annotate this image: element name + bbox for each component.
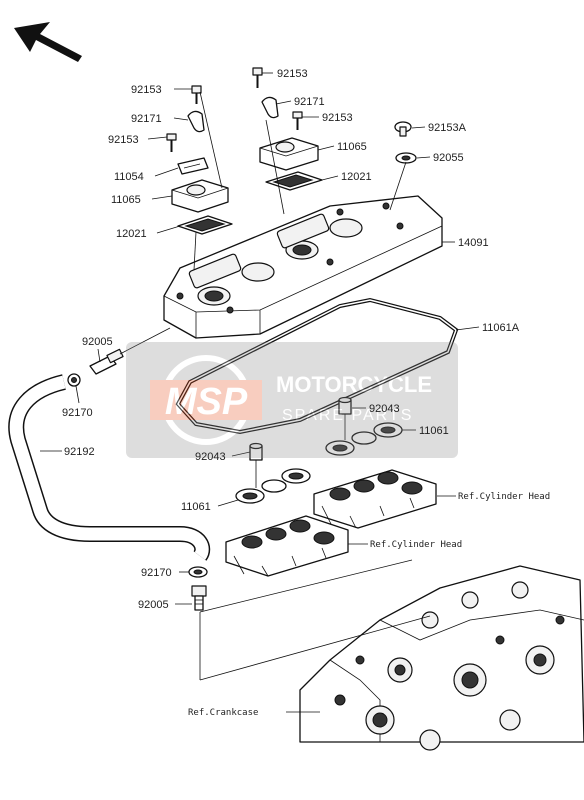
gasket-11061-left bbox=[235, 468, 311, 504]
part-label: 92153 bbox=[108, 134, 139, 146]
part-label: 92153 bbox=[277, 68, 308, 80]
cap-11065-center bbox=[259, 137, 319, 171]
ref-label-cylinder-head: Ref.Cylinder Head bbox=[370, 540, 462, 550]
part-label: 12021 bbox=[116, 228, 147, 240]
bolt-92153-center-mid bbox=[292, 111, 303, 130]
part-label: 92153 bbox=[131, 84, 162, 96]
part-label: 11065 bbox=[337, 141, 367, 153]
part-label: 92005 bbox=[82, 336, 113, 348]
part-label: 92043 bbox=[369, 403, 400, 415]
part-label: 11065 bbox=[111, 194, 141, 206]
front-arrow-icon bbox=[14, 22, 82, 62]
watermark-logo-shape bbox=[150, 380, 262, 420]
part-label: 92005 bbox=[138, 599, 169, 611]
part-label: 92170 bbox=[141, 567, 172, 579]
part-label: 92170 bbox=[62, 407, 93, 419]
fitting-92005-top bbox=[89, 348, 124, 375]
watermark: MSP MOTORCYCLE SPARE PARTS bbox=[126, 342, 458, 458]
clamp-92171-left bbox=[187, 110, 205, 133]
seal-92043-left bbox=[249, 442, 263, 461]
bolt-92153-left-top bbox=[191, 85, 202, 104]
plate-11054 bbox=[177, 157, 209, 175]
part-label: 92055 bbox=[433, 152, 464, 164]
breather-hose-92192 bbox=[8, 374, 211, 561]
part-label: 14091 bbox=[458, 237, 489, 249]
bolt-92153-center-top bbox=[252, 67, 263, 88]
part-label: 11061 bbox=[181, 501, 211, 513]
cylinder-head-ref-left bbox=[225, 515, 349, 577]
watermark-line2: SPARE PARTS bbox=[282, 407, 413, 424]
ref-label-crankcase: Ref.Crankcase bbox=[188, 708, 258, 718]
part-label: 11061 bbox=[419, 425, 449, 437]
part-label: 92171 bbox=[294, 96, 325, 108]
washer-92055 bbox=[395, 152, 417, 164]
part-label: 92192 bbox=[64, 446, 95, 458]
clamp-92170-top bbox=[67, 373, 81, 387]
fitting-92005-bottom bbox=[191, 585, 207, 611]
bolt-92153-left-mid bbox=[166, 133, 177, 152]
leader-lines bbox=[40, 72, 480, 713]
part-label: 92043 bbox=[195, 451, 226, 463]
part-label: 11061A bbox=[482, 322, 520, 334]
crankcase-ref bbox=[299, 565, 584, 751]
cylinder-head-cover-14091 bbox=[163, 195, 443, 339]
gasket-12021-left bbox=[177, 215, 233, 235]
clamp-92170-bottom bbox=[188, 566, 208, 578]
part-label: 11054 bbox=[114, 171, 144, 183]
ref-label-cylinder-head: Ref.Cylinder Head bbox=[458, 492, 550, 502]
cap-11065-left bbox=[171, 179, 229, 213]
watermark-line1: MOTORCYCLE bbox=[276, 372, 432, 397]
part-label: 12021 bbox=[341, 171, 372, 183]
clamp-92171-center bbox=[261, 96, 279, 119]
watermark-logo: MSP bbox=[165, 381, 248, 423]
bolt-92153a bbox=[394, 121, 412, 137]
part-label: 92153 bbox=[322, 112, 353, 124]
part-label: 92153A bbox=[428, 122, 467, 134]
part-label: 92171 bbox=[131, 113, 162, 125]
gasket-12021-center bbox=[265, 171, 323, 191]
part-labels: 92153 92171 92153 11054 11065 12021 9215… bbox=[62, 68, 550, 718]
cylinder-head-ref-right bbox=[313, 469, 437, 529]
